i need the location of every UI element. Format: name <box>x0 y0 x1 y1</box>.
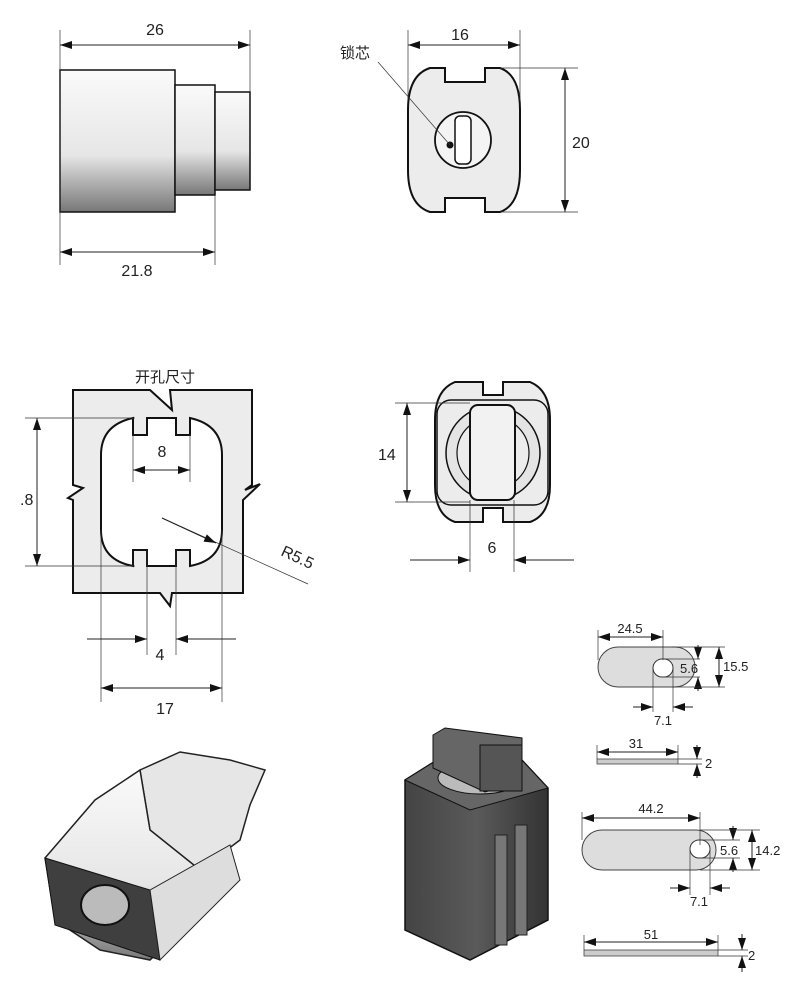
dim-cam-long-width: 14.2 <box>755 843 780 858</box>
cam-short: 24.5 5.6 15.5 7.1 31 2 <box>596 621 748 778</box>
dim-cam-short-side: 31 <box>629 736 643 751</box>
dim-cam-long-hole-width: 7.1 <box>690 894 708 909</box>
dim-cam-long-length: 44.2 <box>638 801 663 816</box>
cam-short-side <box>596 758 679 765</box>
side-view: 26 21.8 <box>59 22 251 280</box>
key-slot <box>454 115 472 165</box>
dim-cam-short-thickness: 2 <box>705 756 712 771</box>
dim-cutout-height: .8 <box>20 492 33 509</box>
rear-view: 14 6 <box>378 381 574 572</box>
lock-tail <box>214 91 251 191</box>
cam-long: 44.2 5.6 14.2 7.1 51 2 <box>581 801 780 972</box>
iso-view-front <box>44 751 267 962</box>
dim-notch-gap: 4 <box>156 647 165 664</box>
dim-body-width: 21.8 <box>121 263 152 280</box>
dim-radius: R5.5 <box>278 543 316 573</box>
dim-cam-short-width: 15.5 <box>723 659 748 674</box>
cam-long-side <box>583 949 719 957</box>
dim-rear-height: 14 <box>378 447 396 464</box>
cutout-view: 开孔尺寸 .8 8 R5.5 4 17 <box>20 368 316 718</box>
cutout-hole <box>100 416 223 568</box>
cutout-title: 开孔尺寸 <box>135 368 195 386</box>
lock-core-label: 锁芯 <box>340 44 370 62</box>
iso-view-rear <box>403 727 549 961</box>
lock-body <box>59 69 176 213</box>
dim-cam-long-thickness: 2 <box>748 948 755 963</box>
dim-total-width: 26 <box>146 22 164 39</box>
dim-cam-short-hole-width: 7.1 <box>654 713 672 728</box>
dim-cam-short-length: 24.5 <box>617 621 642 636</box>
dim-slot-width: 8 <box>158 444 167 461</box>
cam-plate-long <box>581 829 717 871</box>
dim-front-height: 20 <box>572 135 590 152</box>
dim-front-width: 16 <box>451 27 469 44</box>
dim-cam-long-hole: 5.6 <box>720 843 738 858</box>
dim-cutout-width: 17 <box>156 701 174 718</box>
lock-step <box>174 84 216 196</box>
front-view: 锁芯 16 20 <box>340 27 590 213</box>
dim-cam-short-hole: 5.6 <box>680 661 698 676</box>
dim-key-width: 6 <box>488 540 497 557</box>
dim-cam-long-side: 51 <box>644 927 658 942</box>
key-tab <box>469 404 516 501</box>
